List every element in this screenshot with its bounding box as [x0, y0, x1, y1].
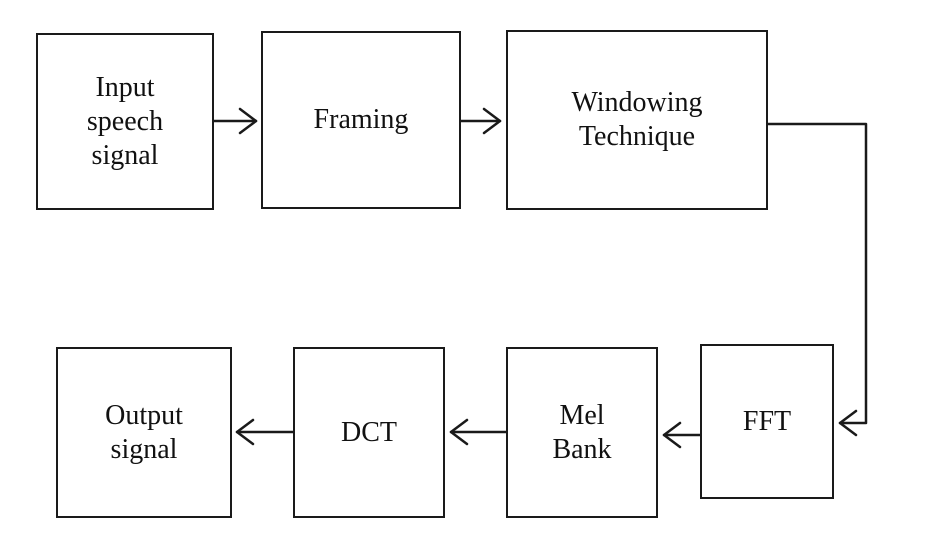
arrow-framing-to-windowing: [459, 107, 502, 135]
arrow-mel-to-dct: [449, 418, 508, 446]
block-label-line: DCT: [341, 416, 397, 448]
block-label-line: Mel: [559, 399, 605, 431]
block-label-line: signal: [110, 433, 178, 465]
windowing-technique-block: Windowing Technique: [506, 30, 768, 210]
arrow-fft-to-mel: [662, 421, 702, 449]
output-signal-block: Output signal: [56, 347, 232, 518]
arrow-dct-to-output: [235, 418, 295, 446]
block-label-line: FFT: [742, 405, 792, 437]
block-label-line: signal: [91, 139, 159, 171]
mel-bank-block: Mel Bank: [506, 347, 658, 518]
block-label-line: Windowing: [571, 87, 703, 118]
dct-block: DCT: [293, 347, 445, 518]
block-label-line: Framing: [313, 104, 409, 135]
input-speech-signal-block: Input speech signal: [36, 33, 214, 210]
block-label-line: Output: [105, 399, 183, 431]
block-label-line: Input: [95, 71, 155, 103]
block-label-line: Technique: [578, 121, 696, 152]
fft-block: FFT: [700, 344, 834, 499]
framing-block: Framing: [261, 31, 461, 209]
arrow-windowing-to-fft: [766, 122, 868, 437]
arrow-input-to-framing: [212, 107, 258, 135]
block-label-line: speech: [86, 105, 164, 137]
block-label-line: Bank: [552, 433, 612, 465]
